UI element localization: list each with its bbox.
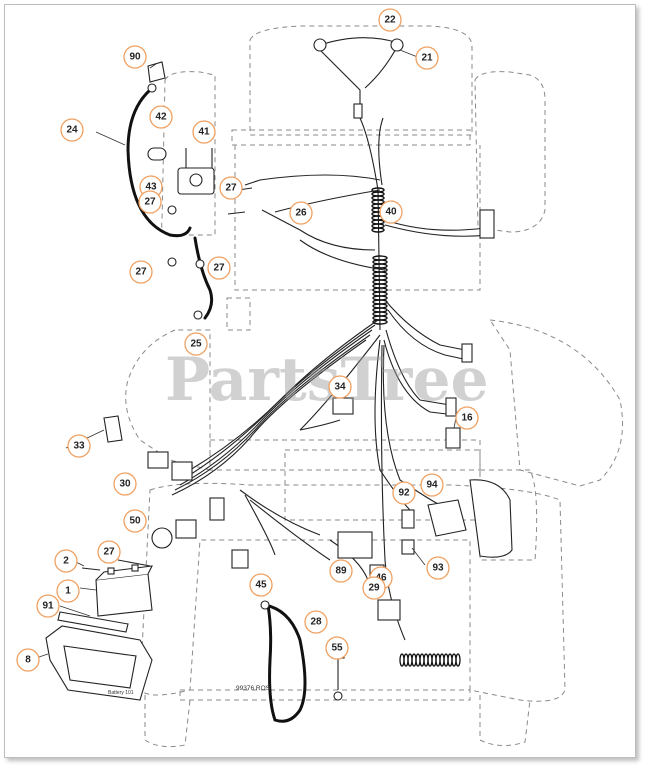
battery-tray: Battery 101: [45, 625, 153, 701]
svg-text:45: 45: [255, 580, 267, 591]
callout-94: 94: [420, 473, 444, 497]
callout-34: 34: [328, 375, 352, 399]
callout-1: 1: [56, 579, 80, 603]
svg-text:55: 55: [331, 643, 343, 654]
watermark: PartsTree: [165, 345, 489, 415]
callout-93: 93: [426, 556, 450, 580]
drawing-number: 99376 ROS: [236, 685, 271, 692]
svg-text:28: 28: [310, 617, 322, 628]
coil-loop: [371, 227, 385, 233]
svg-text:24: 24: [66, 125, 78, 136]
svg-text:22: 22: [384, 15, 396, 26]
svg-text:8: 8: [25, 655, 31, 666]
svg-text:16: 16: [461, 413, 473, 424]
callout-21: 21: [415, 46, 439, 70]
svg-text:25: 25: [190, 339, 202, 350]
callout-24: 24: [60, 118, 84, 142]
callout-40: 40: [379, 200, 403, 224]
callout-50: 50: [123, 509, 147, 533]
svg-text:27: 27: [103, 547, 115, 558]
svg-text:27: 27: [213, 263, 225, 274]
callout-16: 16: [455, 406, 479, 430]
callout-2: 2: [54, 549, 78, 573]
svg-text:27: 27: [225, 183, 237, 194]
svg-text:93: 93: [432, 563, 444, 574]
coil-loop: [372, 319, 388, 325]
callout-90: 90: [123, 45, 147, 69]
svg-text:46: 46: [375, 573, 387, 584]
coil-loop: [455, 653, 461, 667]
svg-text:1: 1: [65, 586, 71, 597]
svg-text:94: 94: [426, 480, 438, 491]
callout-30: 30: [113, 472, 137, 496]
callout-92: 92: [392, 481, 416, 505]
svg-text:27: 27: [135, 267, 147, 278]
callout-29: 29: [362, 576, 386, 600]
callout-89: 89: [329, 559, 353, 583]
harness-coil-bottom: [399, 653, 461, 667]
svg-text:33: 33: [73, 441, 85, 452]
callout-28: 28: [304, 610, 328, 634]
svg-text:43: 43: [145, 182, 157, 193]
callout-27-d: 27: [207, 256, 231, 280]
battery-tray-label: Battery 101: [108, 690, 134, 696]
harness-parts: [103, 397, 513, 701]
callout-27-c: 27: [129, 260, 153, 284]
headlight-assembly: [313, 37, 404, 119]
callout-26: 26: [289, 201, 313, 225]
battery: [57, 559, 153, 633]
callout-8: 8: [16, 648, 40, 672]
svg-text:91: 91: [42, 601, 54, 612]
svg-text:92: 92: [398, 488, 410, 499]
callout-27-e: 27: [97, 540, 121, 564]
svg-text:89: 89: [335, 566, 347, 577]
svg-text:50: 50: [129, 516, 141, 527]
svg-text:27: 27: [144, 197, 156, 208]
callout-33: 33: [67, 434, 91, 458]
callout-27-b: 27: [219, 176, 243, 200]
callout-25: 25: [184, 332, 208, 356]
svg-text:41: 41: [198, 127, 210, 138]
svg-text:21: 21: [421, 53, 433, 64]
svg-text:40: 40: [385, 207, 397, 218]
callout-22: 22: [378, 8, 402, 32]
svg-text:26: 26: [295, 208, 307, 219]
svg-text:34: 34: [334, 382, 346, 393]
callout-41: 41: [192, 120, 216, 144]
callout-45: 45: [249, 573, 273, 597]
starter-solenoid: [147, 61, 253, 269]
battery-cables: [126, 83, 307, 723]
callout-91: 91: [36, 594, 60, 618]
svg-text:30: 30: [119, 479, 131, 490]
callout-42: 42: [149, 105, 173, 129]
callout-27-a: 27: [138, 190, 162, 214]
callout-55: 55: [325, 636, 349, 660]
svg-text:29: 29: [368, 583, 380, 594]
svg-text:90: 90: [129, 52, 141, 63]
harness-coil-upper: [371, 187, 385, 233]
main-harness: [171, 117, 495, 641]
svg-text:2: 2: [63, 556, 69, 567]
svg-text:42: 42: [155, 112, 167, 123]
